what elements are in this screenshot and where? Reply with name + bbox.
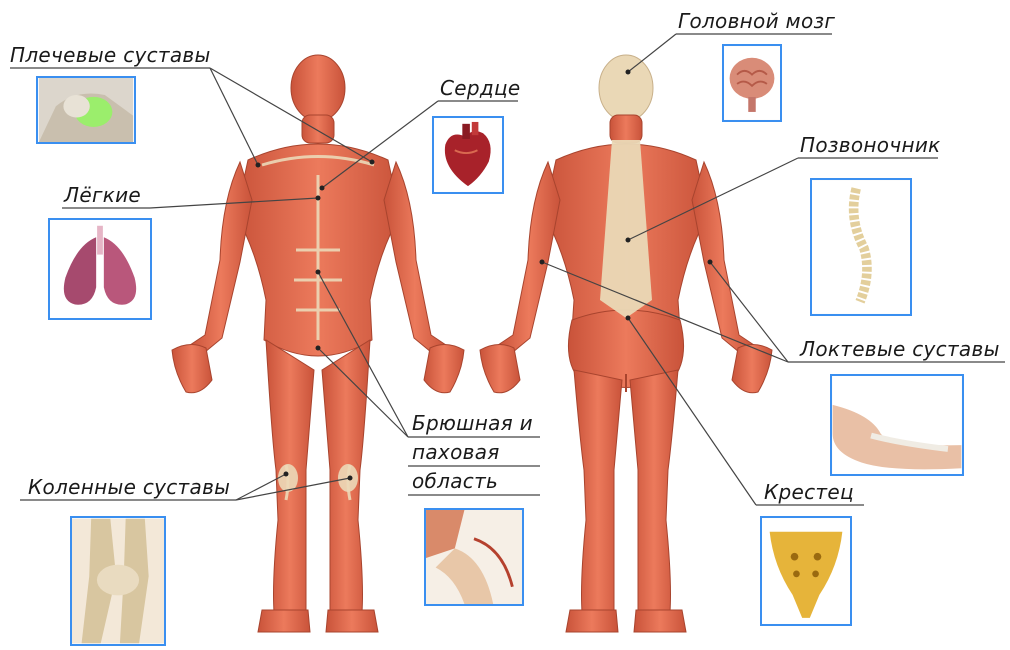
label-lungs: Лёгкие	[64, 184, 141, 206]
lungs-icon	[48, 218, 152, 320]
front-knee-caps	[278, 464, 358, 492]
label-abdomen-line-3: область	[412, 470, 498, 492]
label-abdomen-line-2: паховая	[412, 441, 500, 463]
label-elbow-joints: Локтевые суставы	[800, 338, 1000, 360]
heart-icon	[432, 116, 504, 194]
label-heart: Сердце	[440, 77, 521, 99]
label-sacrum: Крестец	[764, 481, 854, 503]
spine-icon	[810, 178, 912, 316]
groin-anatomy-icon	[424, 508, 524, 606]
knee-joint-icon	[70, 516, 166, 646]
elbow-icon	[830, 374, 964, 476]
brain-icon	[722, 44, 782, 122]
label-brain: Головной мозг	[678, 10, 835, 32]
shoulder-joint-icon	[36, 76, 136, 144]
sacrum-icon	[760, 516, 852, 626]
label-shoulder-joints: Плечевые суставы	[10, 44, 211, 66]
front-body-figure	[172, 55, 464, 632]
label-abdomen-line-1: Брюшная и	[412, 412, 533, 434]
label-spine: Позвоночник	[800, 134, 941, 156]
label-knee-joints: Коленные суставы	[28, 476, 230, 498]
